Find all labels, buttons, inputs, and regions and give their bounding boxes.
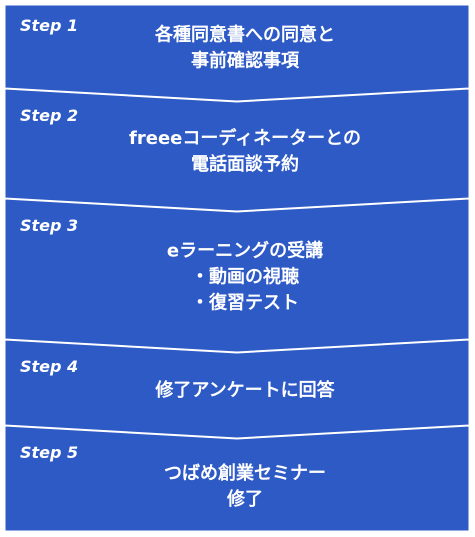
step-2-chevron-shape — [4, 88, 470, 212]
step-1-text-line-2: 事前確認事項 — [191, 50, 300, 72]
step-4-label: Step 4 — [20, 357, 78, 376]
step-3-text-line-3: ・復習テスト — [191, 292, 299, 314]
step-3-text-line-2: ・動画の視聴 — [191, 266, 299, 288]
step-1-label: Step 1 — [20, 16, 78, 35]
step-2-label: Step 2 — [20, 106, 78, 125]
step-5-block: Step 5 つばめ創業セミナー 修了 — [4, 425, 470, 532]
step-5-text-line-2: 修了 — [226, 488, 263, 510]
step-3-text-line-1: eラーニングの受講 — [167, 240, 323, 262]
step-4-block: Step 4 修了アンケートに回答 — [4, 339, 470, 439]
step-1-text-line-1: 各種同意書への同意と — [154, 24, 335, 46]
step-2-text-line-2: 電話面談予約 — [191, 153, 299, 175]
step-3-label: Step 3 — [20, 216, 78, 235]
step-4-text-line-1: 修了アンケートに回答 — [154, 379, 335, 401]
step-3-chevron-shape — [4, 198, 470, 353]
step-5-label: Step 5 — [20, 443, 78, 462]
step-1-block: Step 1 各種同意書への同意と 事前確認事項 — [4, 4, 470, 102]
step-5-text-line-1: つばめ創業セミナー — [164, 462, 326, 484]
step-1-chevron-shape — [4, 4, 470, 102]
step-5-rect-shape — [4, 425, 470, 532]
step-2-block: Step 2 freeeコーディネーターとの 電話面談予約 — [4, 88, 470, 212]
step-2-text-line-1: freeeコーディネーターとの — [129, 127, 361, 149]
step-3-block: Step 3 eラーニングの受講 ・動画の視聴 ・復習テスト — [4, 198, 470, 353]
step-4-chevron-shape — [4, 339, 470, 439]
